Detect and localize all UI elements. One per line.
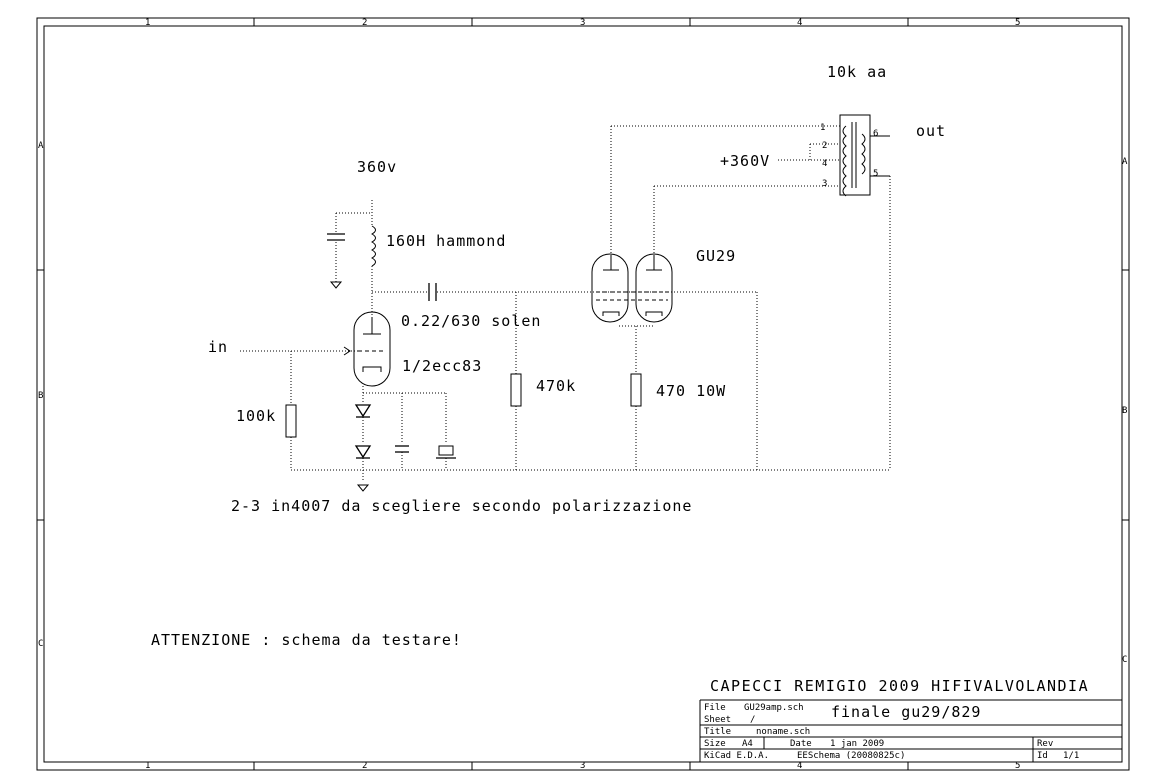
row-letter-a-right: A	[1122, 157, 1128, 167]
tb-file-value: GU29amp.sch	[744, 703, 804, 713]
resistor-470-10w	[630, 373, 642, 407]
tb-id-value: 1/1	[1063, 751, 1079, 761]
border-columns: 1 2 3 4 5 1 2 3 4 5	[145, 18, 1020, 771]
col-num-2: 2	[362, 18, 367, 28]
label-b-plus: +360V	[720, 152, 770, 170]
label-diode-note: 2-3 in4007 da scegliere secondo polarizz…	[231, 497, 692, 515]
pin-2: 2	[822, 141, 827, 151]
label-preamp-tube: 1/2ecc83	[402, 357, 482, 375]
cathode-resistor	[630, 373, 642, 470]
inner-border	[43, 25, 1123, 763]
label-coupling-cap: 0.22/630 solen	[401, 312, 541, 330]
input-section	[240, 346, 358, 470]
supply-section	[327, 200, 376, 318]
label-cathode-resistor: 470 10W	[656, 382, 726, 400]
col-num-4: 4	[797, 18, 802, 28]
ecc83-tube	[353, 311, 391, 387]
row-letter-c-right: C	[1122, 655, 1127, 665]
tb-title-value: noname.sch	[756, 727, 810, 737]
plate-leads	[610, 125, 840, 256]
label-choke: 160H hammond	[386, 232, 506, 250]
tb-date-label: Date	[790, 739, 812, 749]
label-output-tube: GU29	[696, 247, 736, 265]
label-warning: ATTENZIONE : schema da testare!	[151, 631, 462, 649]
choke-coil	[370, 225, 376, 267]
tb-size-label: Size	[704, 739, 726, 749]
tb-kicad: KiCad E.D.A.	[704, 751, 769, 761]
pin-6: 6	[873, 129, 878, 139]
label-supply: 360v	[357, 158, 397, 176]
tb-id-label: Id	[1037, 751, 1048, 761]
col-num-bottom-1: 1	[145, 761, 150, 771]
tb-sheet-label: Sheet	[704, 715, 731, 725]
title-block: CAPECCI REMIGIO 2009 HIFIVALVOLANDIA Fil…	[699, 677, 1122, 762]
col-num-3: 3	[580, 18, 585, 28]
cathode-network	[354, 386, 456, 492]
col-num-bottom-3: 3	[580, 761, 585, 771]
label-grid-leak: 470k	[536, 377, 576, 395]
col-num-bottom-4: 4	[797, 761, 802, 771]
col-num-bottom-2: 2	[362, 761, 367, 771]
tb-name: finale gu29/829	[831, 703, 981, 721]
output-transformer	[839, 114, 891, 470]
row-letter-c: C	[38, 639, 43, 649]
row-letter-a: A	[38, 141, 44, 151]
ground-symbol-cap	[329, 281, 343, 289]
tb-file-label: File	[704, 703, 726, 713]
pin-4: 4	[822, 159, 827, 169]
label-input: in	[208, 338, 228, 356]
pin-5: 5	[873, 169, 878, 179]
tb-rev-label: Rev	[1037, 739, 1053, 749]
border-rows: A B C A B C	[37, 141, 1129, 665]
ground-symbol-cathode	[356, 484, 370, 492]
label-transformer: 10k aa	[827, 63, 887, 81]
coupling-capacitor	[372, 283, 757, 301]
row-letter-b-right: B	[1122, 406, 1127, 416]
resistor-100k	[285, 404, 297, 438]
label-grid-resistor: 100k	[236, 407, 276, 425]
resistor-470k	[510, 373, 522, 407]
tb-size-value: A4	[742, 739, 753, 749]
tb-eeschema: EESchema (20080825c)	[797, 751, 905, 761]
col-num-bottom-5: 5	[1015, 761, 1020, 771]
gu29-tube	[591, 253, 673, 374]
col-num-1: 1	[145, 18, 150, 28]
outer-border	[36, 17, 1130, 771]
tb-date-value: 1 jan 2009	[830, 739, 884, 749]
tb-author: CAPECCI REMIGIO 2009 HIFIVALVOLANDIA	[710, 677, 1089, 695]
label-output: out	[916, 122, 946, 140]
tb-title-label: Title	[704, 727, 731, 737]
col-num-5: 5	[1015, 18, 1020, 28]
pin-3: 3	[822, 179, 827, 189]
tb-sheet-value: /	[750, 715, 755, 725]
pin-1: 1	[820, 123, 825, 133]
row-letter-b: B	[38, 391, 43, 401]
grid-leak-resistor	[510, 292, 522, 470]
